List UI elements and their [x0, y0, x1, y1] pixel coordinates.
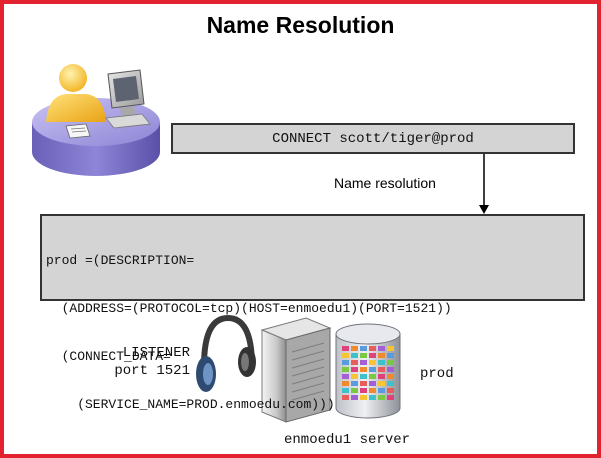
database-tile — [387, 367, 394, 372]
database-tile — [360, 360, 367, 365]
database-tile — [369, 374, 376, 379]
descriptor-line: (ADDRESS=(PROTOCOL=tcp)(HOST=enmoedu1)(P… — [46, 301, 452, 316]
database-tile — [360, 367, 367, 372]
database-tile — [342, 360, 349, 365]
database-tile — [369, 353, 376, 358]
database-tile — [351, 374, 358, 379]
database-cylinder-icon — [335, 323, 401, 419]
database-tile — [351, 367, 358, 372]
database-tile — [378, 381, 385, 386]
database-tile — [378, 346, 385, 351]
server-tower-icon — [260, 317, 332, 423]
database-tile — [342, 374, 349, 379]
database-tile — [342, 388, 349, 393]
descriptor-line: prod =(DESCRIPTION= — [46, 253, 195, 268]
headphones-icon — [196, 314, 256, 392]
database-tile — [351, 395, 358, 400]
database-tile — [360, 374, 367, 379]
descriptor-line: (CONNECT_DATA= — [46, 349, 171, 364]
database-tile — [342, 346, 349, 351]
database-label: prod — [420, 366, 454, 382]
database-tile — [369, 367, 376, 372]
database-tile — [342, 367, 349, 372]
database-tile — [369, 360, 376, 365]
database-tile — [378, 353, 385, 358]
server-label: enmoedu1 server — [284, 432, 411, 448]
database-tile — [360, 395, 367, 400]
database-tile — [378, 388, 385, 393]
database-tile — [387, 360, 394, 365]
database-tile — [342, 381, 349, 386]
database-tile — [360, 381, 367, 386]
connect-descriptor-box: prod =(DESCRIPTION= (ADDRESS=(PROTOCOL=t… — [40, 214, 585, 412]
database-tile — [378, 367, 385, 372]
database-tile — [387, 395, 394, 400]
database-tile — [351, 388, 358, 393]
connect-command-box: CONNECT scott/tiger@prod — [171, 123, 575, 154]
resolution-arrow — [479, 154, 489, 214]
listener-name: LISTENER — [122, 345, 190, 361]
database-tile — [387, 388, 394, 393]
name-resolution-label: Name resolution — [334, 175, 436, 191]
database-tile — [387, 346, 394, 351]
database-tile — [351, 381, 358, 386]
database-tile — [351, 360, 358, 365]
listener-label: LISTENER port 1521 — [96, 344, 190, 380]
database-tile — [360, 388, 367, 393]
database-tile — [351, 346, 358, 351]
page-title: Name Resolution — [206, 12, 395, 38]
database-tile — [387, 353, 394, 358]
database-tile — [369, 388, 376, 393]
database-tile — [369, 381, 376, 386]
database-tile — [342, 353, 349, 358]
database-tile — [369, 346, 376, 351]
database-tile — [378, 360, 385, 365]
database-tile — [378, 395, 385, 400]
database-tile — [360, 353, 367, 358]
database-tile — [378, 374, 385, 379]
database-tile — [369, 395, 376, 400]
database-tile — [351, 353, 358, 358]
database-tile — [360, 346, 367, 351]
database-tile — [387, 381, 394, 386]
listener-port: port 1521 — [114, 363, 190, 379]
user-workstation-icon — [32, 64, 160, 176]
descriptor-line: (SERVICE_NAME=PROD.enmoedu.com))) — [46, 397, 335, 412]
database-tile — [342, 395, 349, 400]
database-tile — [387, 374, 394, 379]
